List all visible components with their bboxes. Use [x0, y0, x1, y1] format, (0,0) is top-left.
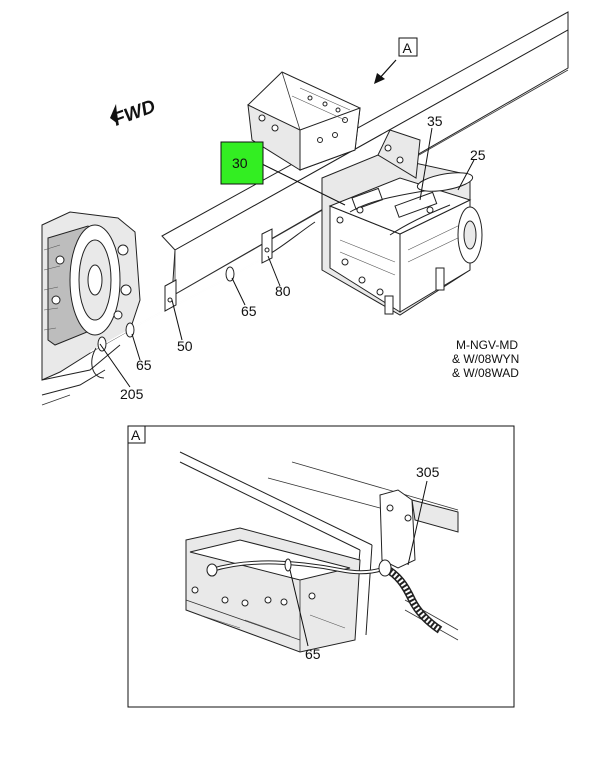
harness-clip-50: [164, 279, 177, 312]
callout-205: 205: [120, 386, 144, 402]
callout-50: 50: [177, 338, 193, 354]
view-reference-box: A: [398, 37, 418, 57]
leader-65a: [231, 277, 246, 306]
detail-frame-rail: [179, 451, 459, 641]
transmission-housing: [41, 211, 141, 406]
model-note: M-NGV-MD & W/08WYN & W/08WAD: [452, 338, 519, 380]
callout-35: 35: [427, 113, 443, 129]
fwd-indicator: FWD: [110, 96, 159, 131]
leader-80: [267, 255, 281, 287]
main-view: A FWD: [41, 11, 569, 406]
detail-battery-box: [185, 527, 361, 653]
detail-wire-harness: [206, 558, 386, 577]
callout-305: 305: [416, 464, 440, 480]
leader-65b: [131, 333, 141, 361]
leader-30: [261, 163, 346, 206]
detail-bracket: [379, 489, 459, 569]
detail-view-tag: [127, 425, 146, 444]
leader-205: [99, 343, 131, 388]
detail-view-label: A: [131, 427, 141, 443]
callout-65-upper: 65: [241, 303, 257, 319]
leader-35: [419, 127, 433, 201]
callout-65-lower: 65: [136, 357, 152, 373]
callout-30: 30: [232, 155, 248, 171]
harness-clip-80: [261, 228, 273, 264]
callout-30-highlight: 30: [220, 141, 264, 185]
model-note-line-2: & W/08WYN: [452, 352, 519, 366]
view-direction-arrow: [374, 59, 397, 84]
model-note-line-3: & W/08WAD: [452, 366, 519, 380]
view-reference-label: A: [403, 40, 413, 56]
model-note-line-1: M-NGV-MD: [456, 338, 518, 352]
leader-lines: [99, 127, 475, 388]
detail-view-a: A: [127, 425, 515, 708]
battery-box: [321, 129, 483, 316]
callout-65-detail: 65: [305, 646, 321, 662]
callout-25: 25: [470, 147, 486, 163]
upper-frame-bracket: [247, 71, 361, 171]
fwd-label: FWD: [111, 96, 159, 131]
leader-50: [171, 299, 183, 341]
callout-80: 80: [275, 283, 291, 299]
leader-25: [457, 159, 475, 191]
leader-305: [407, 480, 428, 566]
detail-wire-harness-305: [378, 559, 443, 634]
leader-65-detail: [289, 569, 309, 647]
